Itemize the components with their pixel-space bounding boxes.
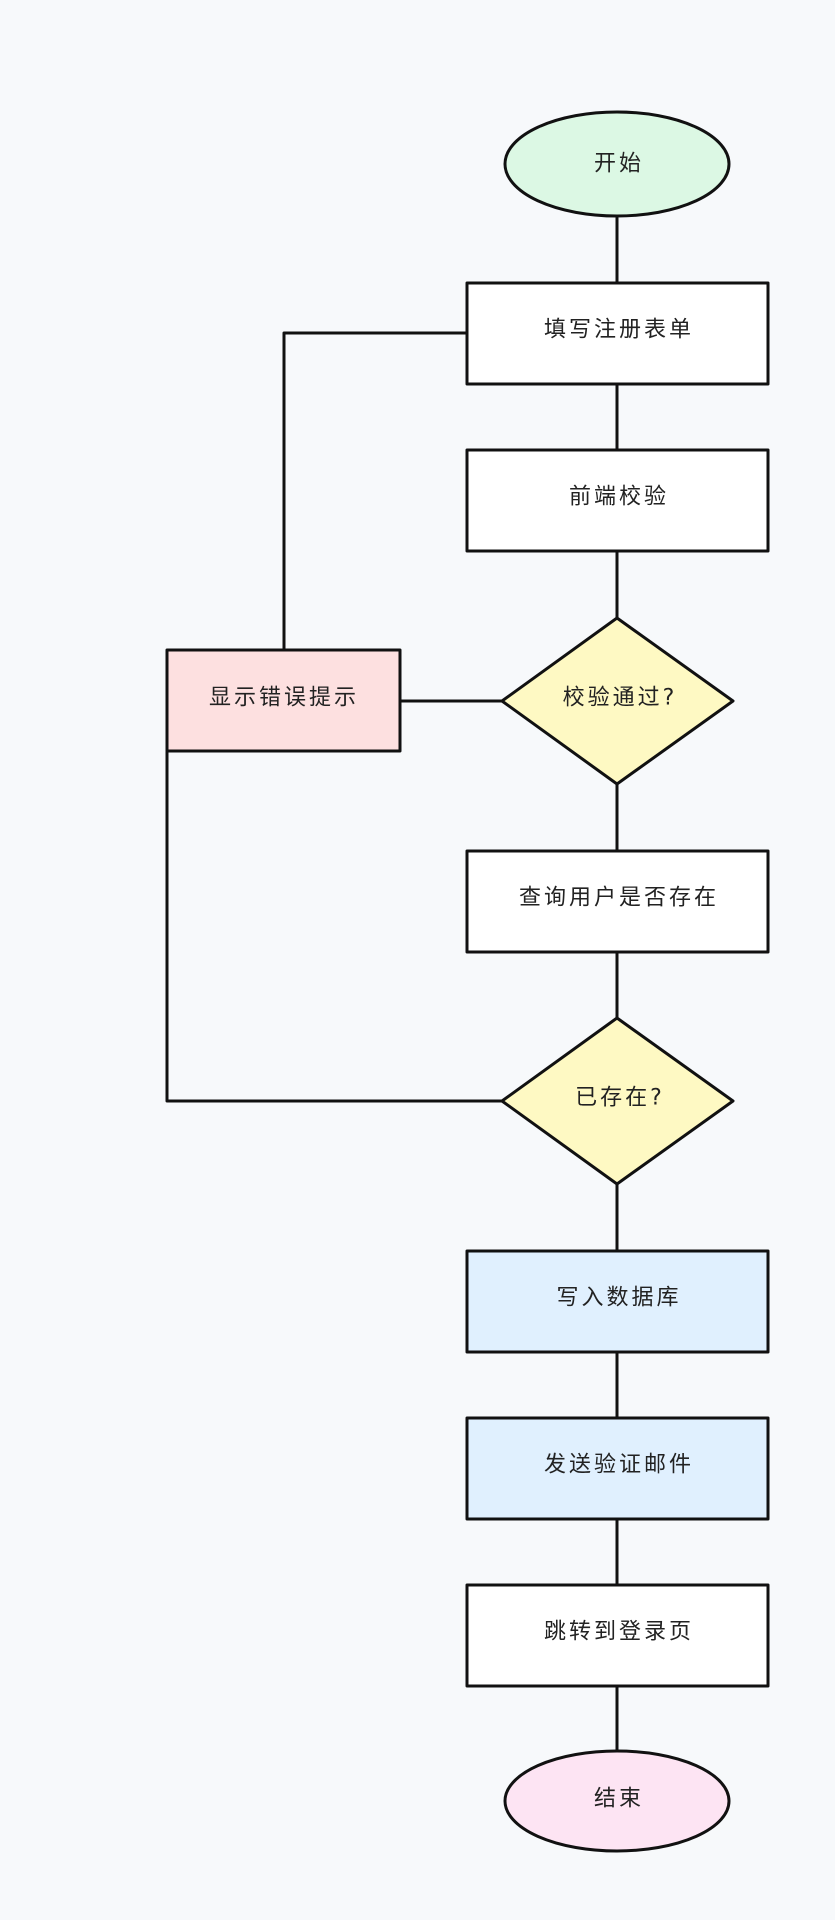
send-email-shape — [465, 1416, 770, 1521]
frontend-validate-shape — [465, 448, 770, 553]
start-label: 开始 — [594, 152, 644, 177]
node-goto-login: 跳转到登录页 — [465, 1583, 770, 1688]
query-user-label: 查询用户是否存在 — [519, 886, 719, 911]
send-email-label: 发送验证邮件 — [544, 1453, 694, 1478]
node-show-error: 显示错误提示 — [165, 648, 402, 753]
end-label: 结束 — [594, 1787, 644, 1812]
start-shape — [503, 110, 731, 218]
show-error-label: 显示错误提示 — [209, 686, 359, 711]
fill-form-shape — [465, 281, 770, 386]
node-end: 结束 — [503, 1749, 731, 1853]
query-user-shape — [465, 849, 770, 954]
goto-login-label: 跳转到登录页 — [544, 1620, 694, 1645]
node-start: 开始 — [503, 110, 731, 218]
node-fill-form: 填写注册表单 — [465, 281, 770, 386]
validate-pass-shape — [500, 616, 735, 786]
node-write-db: 写入数据库 — [465, 1249, 770, 1354]
edges — [165, 216, 619, 1753]
node-query-user: 查询用户是否存在 — [465, 849, 770, 954]
frontend-validate-label: 前端校验 — [569, 485, 669, 510]
node-send-email: 发送验证邮件 — [465, 1416, 770, 1521]
exists-label: 已存在? — [575, 1086, 665, 1111]
write-db-label: 写入数据库 — [556, 1286, 681, 1311]
node-frontend-validate: 前端校验 — [465, 448, 770, 553]
exists-shape — [500, 1016, 735, 1186]
node-validate-pass: 校验通过? — [500, 616, 735, 786]
write-db-shape — [465, 1249, 770, 1354]
edge-exists-to-show-error — [165, 750, 504, 1103]
end-shape — [503, 1749, 731, 1853]
goto-login-shape — [465, 1583, 770, 1688]
show-error-shape — [165, 648, 402, 753]
validate-pass-label: 校验通过? — [563, 686, 678, 711]
fill-form-label: 填写注册表单 — [544, 318, 694, 343]
edge-show-error-to-fill-form — [282, 331, 469, 652]
node-exists: 已存在? — [500, 1016, 735, 1186]
